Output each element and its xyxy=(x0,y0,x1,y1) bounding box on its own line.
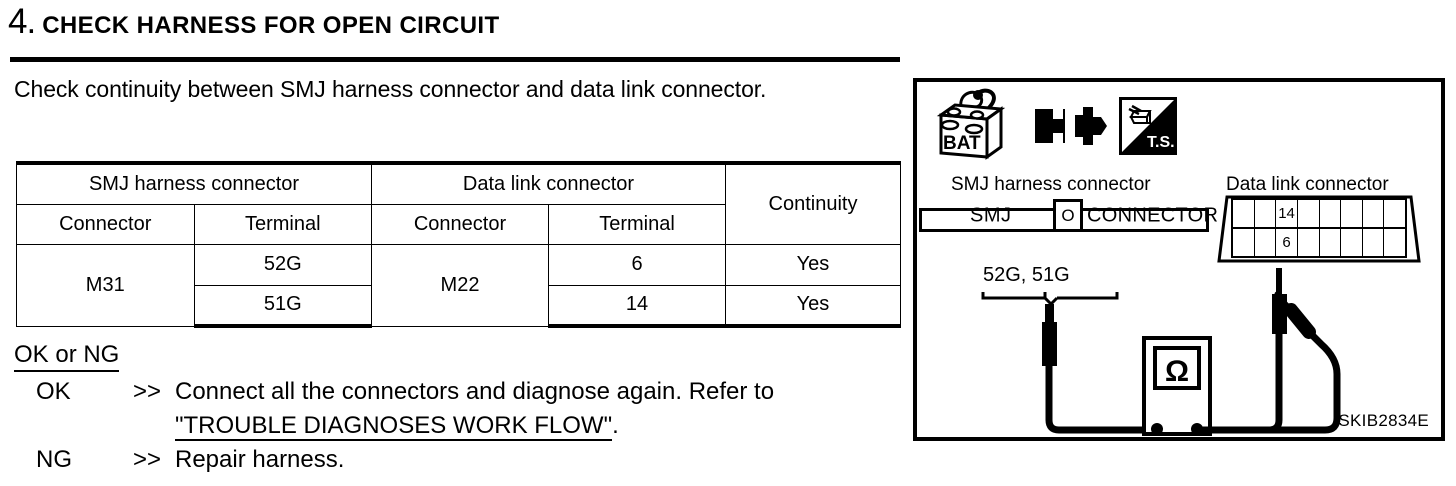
precaution-icon-strip: BAT T.S. xyxy=(931,88,1177,166)
result-ng-arrow: >> xyxy=(133,446,162,473)
dlc-pin-row-bottom: 6 xyxy=(1233,229,1405,256)
dlc-pin xyxy=(1255,229,1277,256)
result-ok-arrow: >> xyxy=(133,378,162,405)
smj-connector-label: CONNECTOR xyxy=(1087,204,1219,226)
meter-terminal-left xyxy=(1151,423,1163,435)
cell-dlc-terminal: 6 xyxy=(548,243,726,286)
cell-smj-connector: M31 xyxy=(16,243,195,327)
pin6-probe-handle xyxy=(1272,294,1287,334)
result-section-label: OK or NG xyxy=(14,341,120,372)
smj-key-box: O xyxy=(1053,199,1083,232)
dlc-pin xyxy=(1363,200,1385,227)
battery-label: BAT xyxy=(943,133,981,154)
result-ng-tag: NG xyxy=(36,446,72,473)
pin14-probe-handle xyxy=(1284,303,1316,339)
dlc-pin xyxy=(1298,229,1320,256)
dlc-pin xyxy=(1384,229,1405,256)
pin6-test-lead xyxy=(1265,326,1283,434)
dlc-pin xyxy=(1320,200,1342,227)
sub-header-dlc-terminal: Terminal xyxy=(548,203,726,245)
table-row: 51G 14 Yes xyxy=(17,284,901,328)
cell-dlc-connector: M22 xyxy=(371,243,549,327)
result-ok-text: Connect all the connectors and diagnose … xyxy=(175,378,775,405)
result-ok-period: . xyxy=(612,412,619,439)
instruction-text: Check continuity between SMJ harness con… xyxy=(14,76,767,102)
probe-terminal-label: 52G, 51G xyxy=(983,264,1070,286)
dlc-pin xyxy=(1255,200,1277,227)
smj-label: SMJ xyxy=(970,204,1012,226)
sub-header-smj-terminal: Terminal xyxy=(193,203,372,245)
continuity-table: SMJ harness connector Data link connecto… xyxy=(16,161,901,328)
table-sub-header-row: Connector Terminal Connector Terminal xyxy=(16,203,901,245)
result-ok-row: OK >> Connect all the connectors and diagn… xyxy=(36,378,774,406)
ohmmeter-display xyxy=(1153,346,1201,390)
result-ng-row: NG >> Repair harness. xyxy=(36,446,344,474)
result-ok-reference-row: "TROUBLE DIAGNOSES WORK FLOW". xyxy=(175,412,619,441)
figure-dlc-caption: Data link connector xyxy=(1226,174,1389,195)
left-probe-tip xyxy=(1045,304,1054,322)
dlc-pin xyxy=(1233,200,1255,227)
step-heading: 4. CHECK HARNESS FOR OPEN CIRCUIT xyxy=(8,4,500,39)
meter-terminal-right xyxy=(1191,423,1203,435)
ohmmeter-body xyxy=(1142,336,1212,436)
smj-connector-graphic: SMJ O CONNECTOR xyxy=(919,199,1218,232)
step-title: CHECK HARNESS FOR OPEN CIRCUIT xyxy=(42,12,500,39)
sub-header-dlc-connector: Connector xyxy=(371,203,549,245)
pin14-test-lead xyxy=(1265,328,1341,434)
cell-smj-terminal: 51G xyxy=(193,284,372,328)
dlc-connector-graphic: 14 6 xyxy=(1213,195,1425,263)
cell-continuity: Yes xyxy=(725,284,901,328)
cell-smj-terminal: 52G xyxy=(193,243,372,286)
left-test-lead xyxy=(1045,362,1153,434)
dlc-pin xyxy=(1233,229,1255,256)
figure-code: SKIB2834E xyxy=(1338,411,1429,430)
dlc-pin xyxy=(1298,200,1320,227)
table-group-header-row: SMJ harness connector Data link connecto… xyxy=(16,161,901,245)
pin14-probe-tip xyxy=(1274,291,1294,313)
group-header-continuity: Continuity xyxy=(725,161,901,245)
group-header-dlc: Data link connector xyxy=(371,161,726,205)
heading-divider xyxy=(10,57,900,62)
table-row: M31 52G M22 6 Yes xyxy=(16,243,901,327)
left-probe-handle xyxy=(1042,322,1057,366)
disconnect-connector-icon xyxy=(1031,95,1111,166)
figure-smj-caption: SMJ harness connector xyxy=(951,174,1151,195)
result-ng-text: Repair harness. xyxy=(175,446,345,473)
ohm-symbol: Ω xyxy=(1165,355,1189,388)
cell-continuity: Yes xyxy=(725,243,901,286)
result-ok-tag: OK xyxy=(36,378,71,405)
dlc-pin-6: 6 xyxy=(1276,229,1298,256)
dlc-pin-grid: 14 6 xyxy=(1231,198,1407,258)
dlc-pin-14: 14 xyxy=(1276,200,1298,227)
dlc-pin xyxy=(1341,229,1363,256)
tool-service-label: T.S. xyxy=(1147,134,1175,151)
trouble-diagnoses-work-flow-link[interactable]: "TROUBLE DIAGNOSES WORK FLOW" xyxy=(175,412,613,441)
dlc-pin-row-top: 14 xyxy=(1233,200,1405,229)
sub-header-smj-connector: Connector xyxy=(16,203,195,245)
dlc-pin xyxy=(1341,200,1363,227)
result-section: OK or NG xyxy=(14,341,120,372)
battery-icon: BAT xyxy=(931,85,1023,166)
group-header-smj: SMJ harness connector xyxy=(16,161,372,205)
cell-dlc-terminal: 14 xyxy=(548,284,726,328)
dlc-pin xyxy=(1320,229,1342,256)
dlc-pin xyxy=(1363,229,1385,256)
tool-service-icon: T.S. xyxy=(1119,97,1177,166)
dlc-pin xyxy=(1384,200,1405,227)
step-number: 4. xyxy=(8,2,36,41)
figure-panel: BAT T.S. xyxy=(913,78,1445,441)
